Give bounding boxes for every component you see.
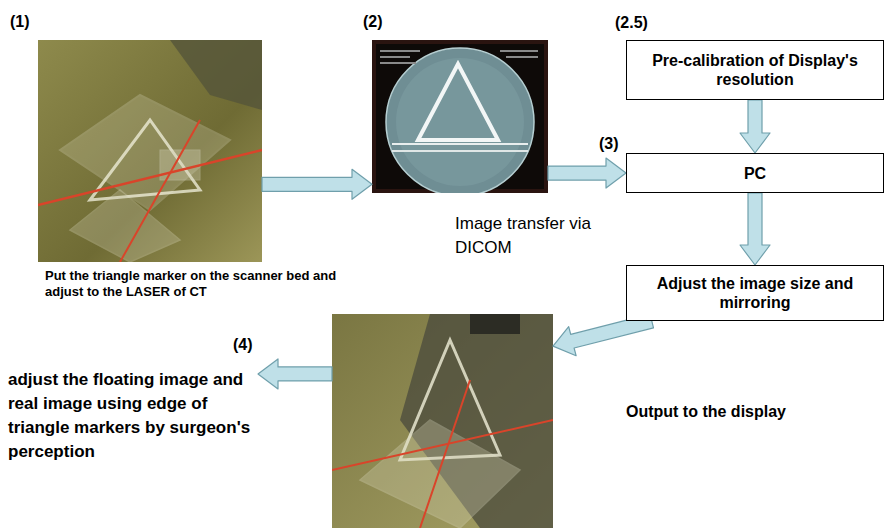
- block-arrow: [740, 193, 770, 265]
- callout-number: (1): [10, 12, 30, 31]
- box-text: Adjust the image size and mirroring: [635, 274, 875, 312]
- callout-number: (4): [233, 335, 253, 354]
- floating-image-photo: [332, 314, 553, 528]
- callout-number: (3): [599, 134, 619, 153]
- ct-bed-photo: [38, 40, 262, 262]
- photo-node: (4)Output to the display: [332, 314, 553, 528]
- photo-node: (1)Put the triangle marker on the scanne…: [38, 40, 262, 262]
- process-box: (3)PC: [626, 153, 884, 193]
- step-text-body: adjust the floating image and real image…: [8, 368, 258, 464]
- block-arrow: [262, 169, 372, 199]
- step-label: Output to the display: [626, 402, 786, 421]
- callout-number: (2.5): [615, 13, 648, 32]
- box-text: PC: [744, 164, 766, 183]
- photo-node: (2): [372, 40, 548, 193]
- photo-caption: Put the triangle marker on the scanner b…: [45, 268, 337, 300]
- step-text: adjust the floating image and real image…: [8, 368, 258, 468]
- block-arrow: [740, 100, 770, 153]
- block-arrow: [258, 359, 332, 389]
- process-box: Adjust the image size and mirroring: [626, 265, 884, 321]
- process-box: (2.5)Pre-calibration of Display's resolu…: [626, 40, 884, 100]
- edge-label: Image transfer via DICOM: [455, 212, 635, 260]
- callout-number: (2): [363, 12, 383, 31]
- block-arrow: [548, 158, 626, 188]
- box-text: Pre-calibration of Display's resolution: [635, 51, 875, 89]
- ct-scan-image: [372, 40, 548, 193]
